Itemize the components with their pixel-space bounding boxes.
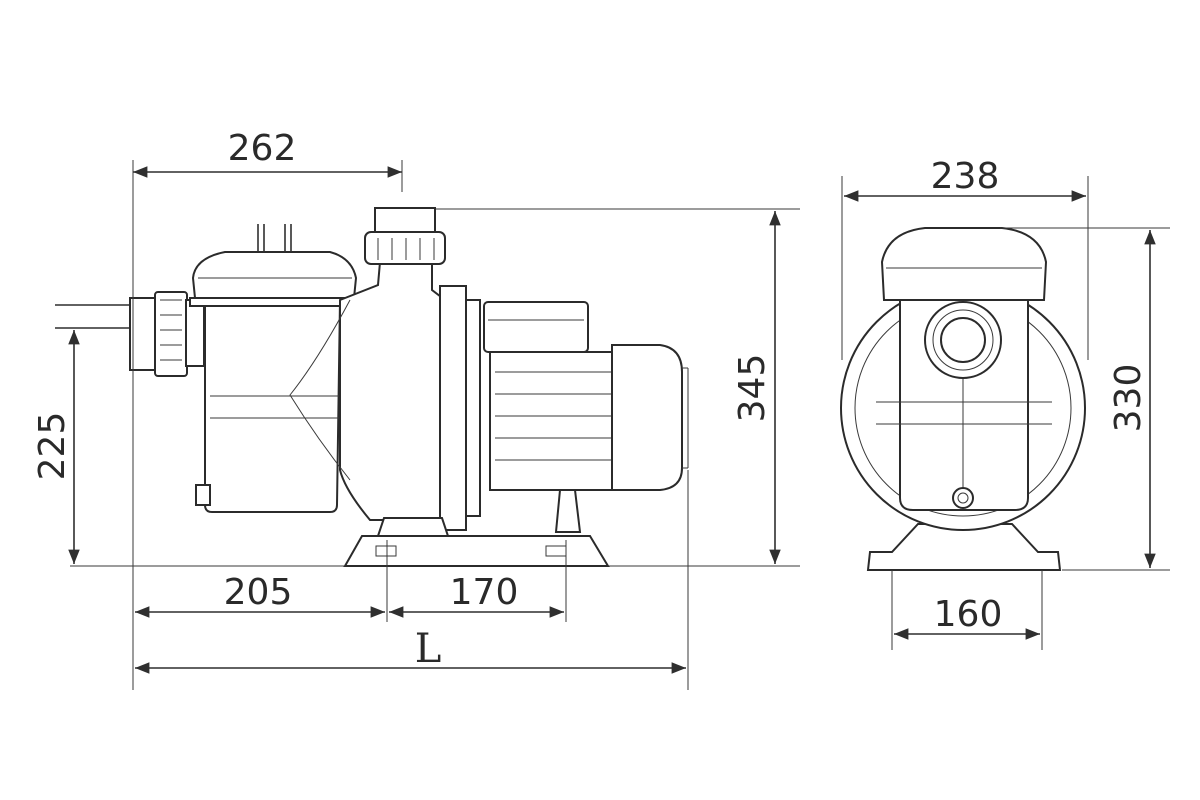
front-base xyxy=(866,523,1062,571)
front-lid xyxy=(880,227,1048,301)
dim-label-205: 205 xyxy=(224,572,293,613)
pump-volute xyxy=(289,207,446,521)
front-view: 238 330 160 xyxy=(840,156,1170,650)
inlet-stub xyxy=(55,291,205,377)
dim-label-345: 345 xyxy=(732,354,773,423)
dim-label-170: 170 xyxy=(450,572,519,613)
dim-label-L: L xyxy=(415,626,442,672)
side-base xyxy=(343,517,610,567)
dim-label-160: 160 xyxy=(934,594,1003,635)
strainer-housing xyxy=(189,224,360,513)
seal-flange xyxy=(439,285,481,531)
front-drain-plug xyxy=(952,487,974,509)
dim-label-330: 330 xyxy=(1108,364,1149,433)
dim-label-262: 262 xyxy=(228,128,297,169)
motor xyxy=(483,301,689,533)
dim-label-225: 225 xyxy=(32,412,73,481)
side-view: 262 345 225 205 170 L xyxy=(32,128,800,690)
dim-label-238: 238 xyxy=(931,156,1000,197)
